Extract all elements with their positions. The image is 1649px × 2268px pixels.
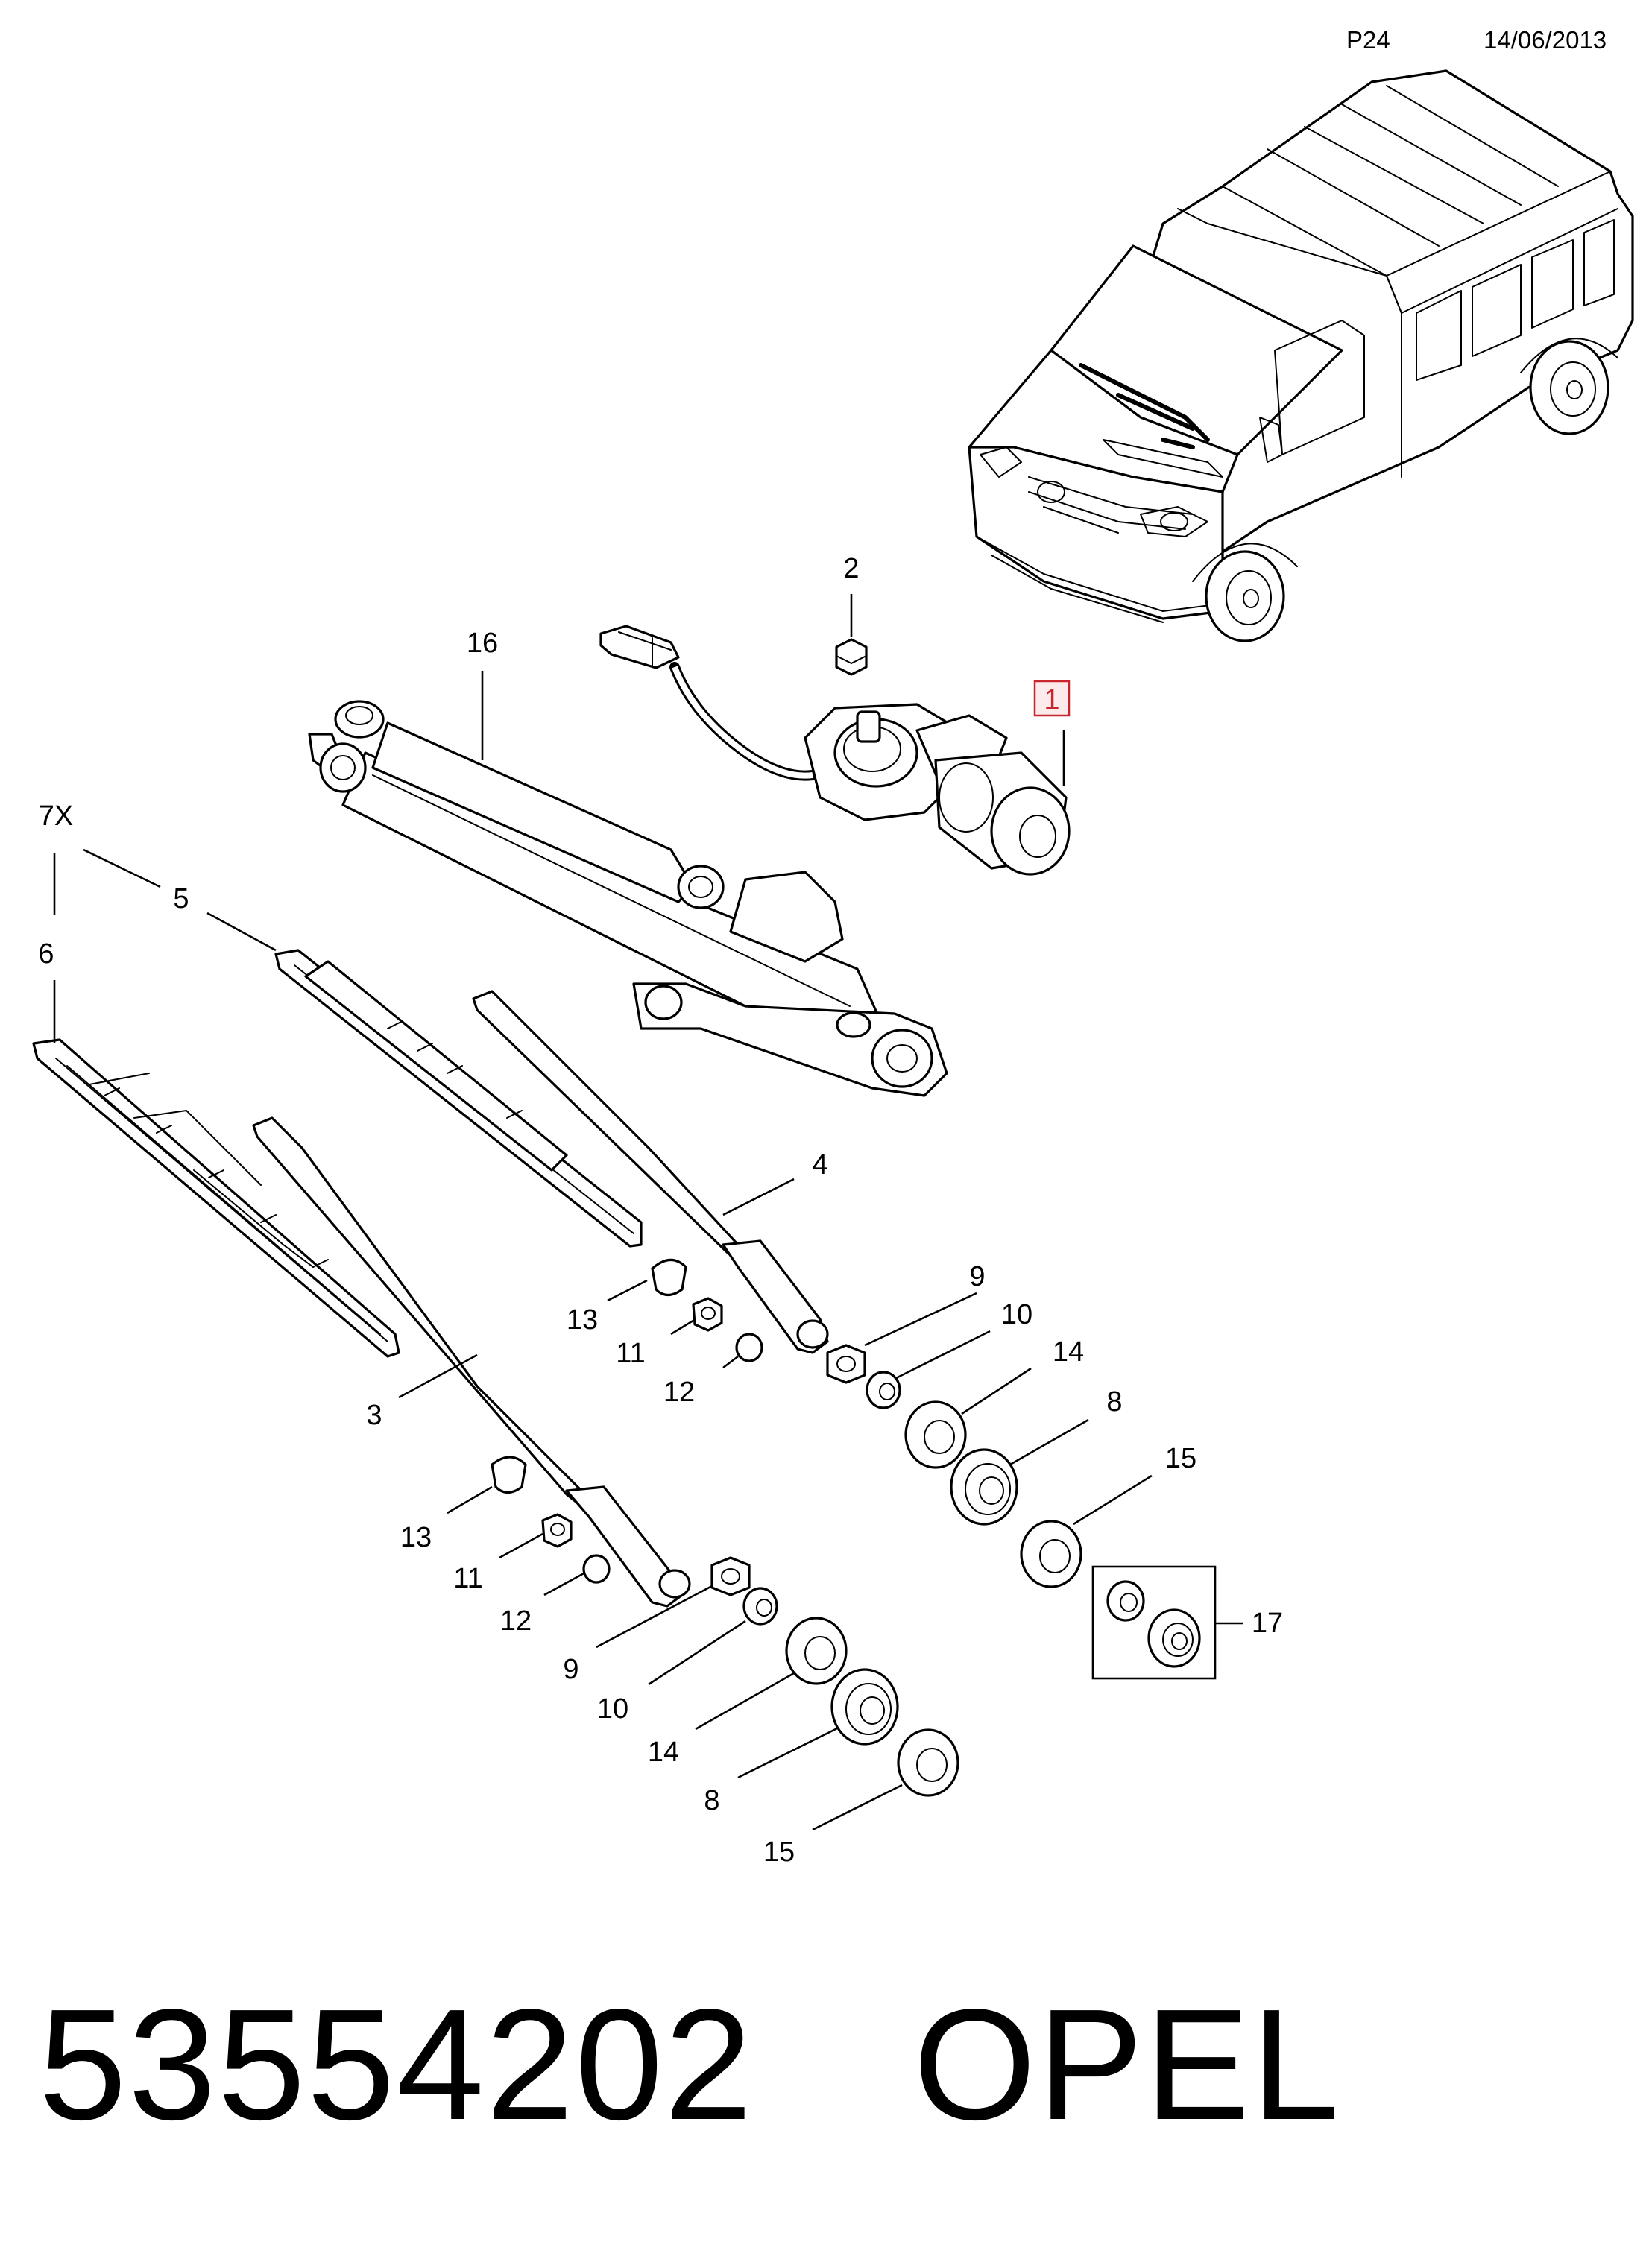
part-number: 53554202 bbox=[39, 1976, 754, 2152]
wiper-linkage bbox=[308, 700, 948, 1097]
callout-17[interactable]: 17 bbox=[1252, 1608, 1283, 1639]
hardware-set-lower bbox=[491, 1456, 959, 1797]
kit-17-box bbox=[1091, 1565, 1217, 1680]
leader-lines bbox=[53, 594, 1243, 1831]
callout-10-upper[interactable]: 10 bbox=[1001, 1299, 1032, 1330]
callout-14-upper[interactable]: 14 bbox=[1053, 1336, 1084, 1368]
hardware-set-upper bbox=[651, 1258, 1082, 1588]
callout-13-lower[interactable]: 13 bbox=[400, 1522, 432, 1553]
callout-12-lower[interactable]: 12 bbox=[500, 1605, 532, 1637]
diagram-date: 14/06/2013 bbox=[1484, 26, 1607, 54]
callout-2[interactable]: 2 bbox=[843, 553, 859, 584]
callout-4[interactable]: 4 bbox=[812, 1149, 827, 1181]
callout-14-lower[interactable]: 14 bbox=[648, 1737, 679, 1768]
callout-10-lower[interactable]: 10 bbox=[597, 1693, 628, 1725]
callout-9-lower[interactable]: 9 bbox=[563, 1654, 578, 1685]
exploded-diagram: 1 2 16 7X 5 6 4 3 9 10 14 8 15 17 13 11 … bbox=[32, 69, 1634, 1868]
callout-11-lower[interactable]: 11 bbox=[453, 1563, 482, 1594]
callout-9-upper[interactable]: 9 bbox=[969, 1261, 985, 1292]
callout-15-upper[interactable]: 15 bbox=[1165, 1443, 1196, 1474]
callout-labels: 1 2 16 7X 5 6 4 3 9 10 14 8 15 17 13 11 … bbox=[38, 553, 1283, 1868]
callout-1[interactable]: 1 bbox=[1044, 684, 1059, 716]
callout-8-lower[interactable]: 8 bbox=[704, 1785, 719, 1816]
page-code: P24 bbox=[1346, 26, 1390, 54]
callout-16[interactable]: 16 bbox=[467, 628, 498, 659]
callout-3[interactable]: 3 bbox=[366, 1400, 382, 1431]
callout-5[interactable]: 5 bbox=[173, 883, 189, 915]
callout-13-upper[interactable]: 13 bbox=[567, 1304, 598, 1336]
callout-7x[interactable]: 7X bbox=[39, 800, 73, 832]
brand-name: OPEL bbox=[913, 1976, 1341, 2152]
wiper-arm-right bbox=[472, 990, 829, 1354]
wiper-arm-left bbox=[252, 1116, 691, 1608]
callout-8-upper[interactable]: 8 bbox=[1106, 1386, 1122, 1418]
wiper-motor bbox=[599, 625, 1071, 876]
van-illustration bbox=[968, 69, 1634, 642]
callout-1-highlight-box bbox=[1033, 680, 1071, 717]
callout-11-upper[interactable]: 11 bbox=[616, 1338, 645, 1369]
callout-12-upper[interactable]: 12 bbox=[663, 1377, 695, 1408]
wiper-blade-left bbox=[32, 1038, 400, 1358]
callout-6[interactable]: 6 bbox=[38, 938, 54, 970]
wiper-blade-right bbox=[274, 949, 643, 1248]
callout-15-lower[interactable]: 15 bbox=[763, 1836, 795, 1868]
